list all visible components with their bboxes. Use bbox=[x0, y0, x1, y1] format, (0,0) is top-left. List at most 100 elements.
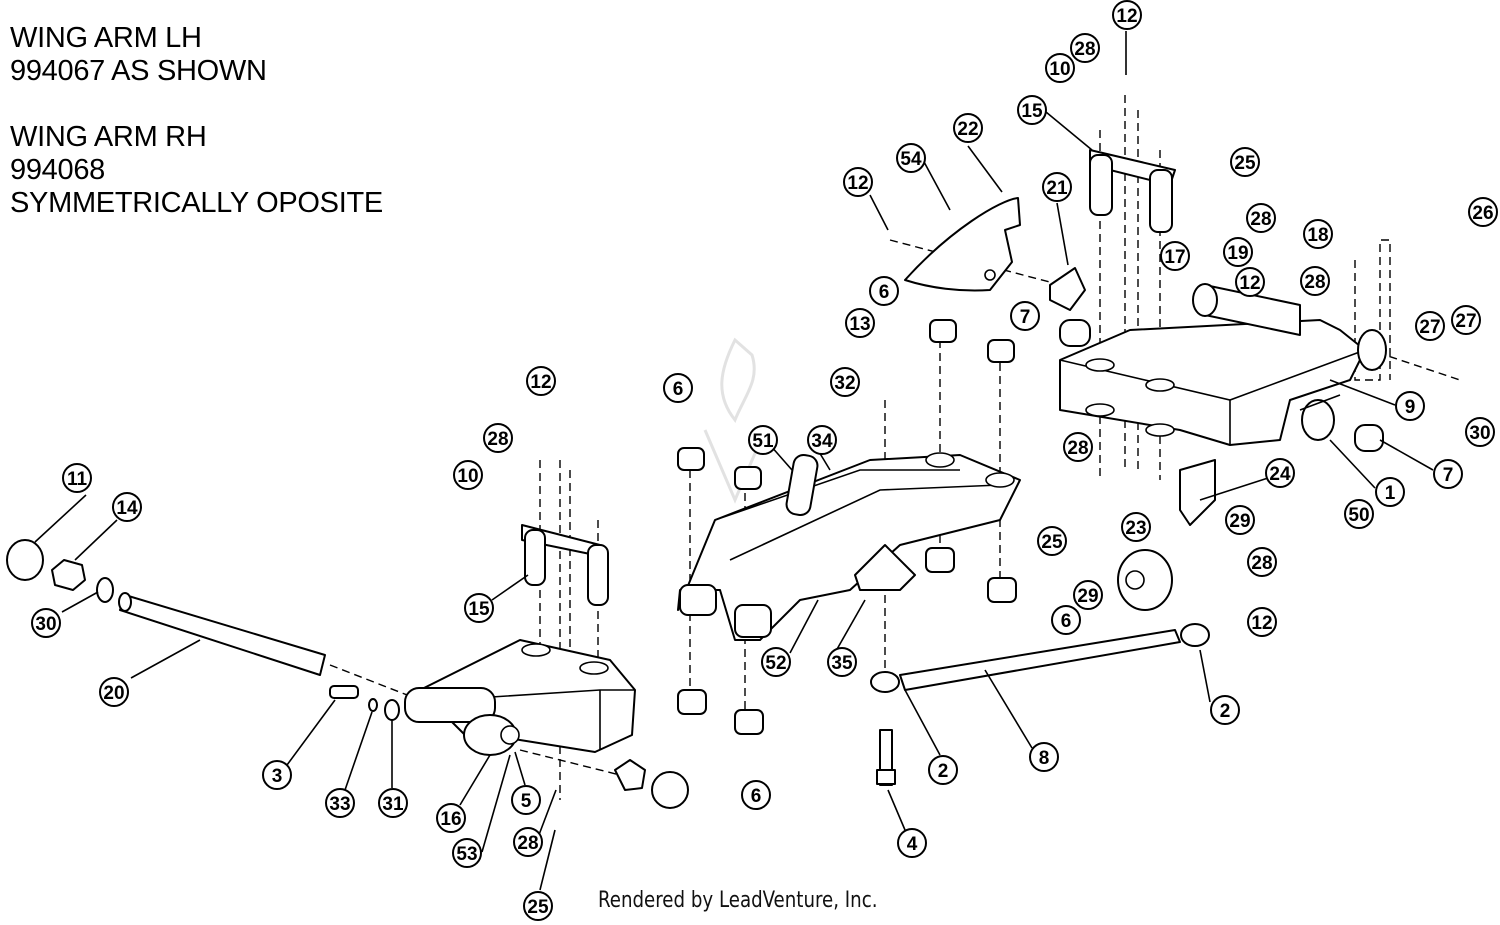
bracket-24 bbox=[1179, 459, 1216, 526]
end-cap-11 bbox=[6, 539, 44, 581]
callout-number: 26 bbox=[1472, 203, 1493, 224]
callout: 18 bbox=[1303, 219, 1333, 249]
callout-number: 28 bbox=[1304, 272, 1325, 293]
callout-number: 12 bbox=[1116, 6, 1137, 27]
callout: 1 bbox=[1375, 477, 1405, 507]
callout-number: 30 bbox=[35, 614, 56, 635]
callout-number: 30 bbox=[1469, 423, 1490, 444]
callout: 28 bbox=[1246, 203, 1276, 233]
callout-number: 54 bbox=[900, 149, 922, 170]
callout: 3 bbox=[262, 760, 292, 790]
callout: 7 bbox=[1433, 459, 1463, 489]
callout-number: 6 bbox=[673, 379, 684, 400]
bushings-6-right bbox=[925, 319, 1017, 603]
callout: 29 bbox=[1073, 580, 1103, 610]
callout-number: 3 bbox=[272, 766, 283, 787]
callout-number: 15 bbox=[1021, 101, 1043, 122]
callout-number: 15 bbox=[468, 599, 490, 620]
callout-number: 28 bbox=[1250, 209, 1271, 230]
callout: 6 bbox=[663, 373, 693, 403]
callout: 28 bbox=[1063, 432, 1093, 462]
stub-shaft-51 bbox=[785, 453, 819, 517]
washer-33 bbox=[368, 698, 378, 712]
callout-number: 23 bbox=[1125, 518, 1146, 539]
callout-number: 29 bbox=[1229, 511, 1250, 532]
callout: 30 bbox=[31, 608, 61, 638]
callout-number: 32 bbox=[834, 373, 855, 394]
callout: 9 bbox=[1395, 391, 1425, 421]
callout-number: 21 bbox=[1046, 178, 1068, 199]
callout: 11 bbox=[62, 463, 92, 493]
callout: 10 bbox=[1045, 53, 1075, 83]
callout: 20 bbox=[99, 677, 129, 707]
callout: 16 bbox=[436, 803, 466, 833]
callout-number: 10 bbox=[457, 466, 478, 487]
callout-number: 6 bbox=[751, 786, 762, 807]
wing-arm-frame-left bbox=[404, 639, 636, 756]
callout-number: 5 bbox=[521, 791, 532, 812]
callout: 7 bbox=[1010, 301, 1040, 331]
shaft-19 bbox=[1192, 283, 1301, 336]
spacer-7-b bbox=[1354, 424, 1384, 452]
tie-rod-8 bbox=[870, 623, 1210, 693]
callout-number: 35 bbox=[831, 653, 853, 674]
callout: 54 bbox=[896, 143, 926, 173]
washer-31 bbox=[384, 699, 400, 721]
callout: 5 bbox=[511, 785, 541, 815]
callout-number: 53 bbox=[456, 844, 477, 865]
callout-number: 14 bbox=[116, 498, 138, 519]
callout-number: 25 bbox=[527, 897, 549, 918]
callout: 23 bbox=[1121, 512, 1151, 542]
callout: 14 bbox=[112, 492, 142, 522]
callout-number: 31 bbox=[382, 794, 404, 815]
bolt-4 bbox=[876, 729, 896, 786]
callout: 29 bbox=[1225, 505, 1255, 535]
callout: 6 bbox=[869, 276, 899, 306]
callout-number: 13 bbox=[849, 314, 870, 335]
callout-number: 1 bbox=[1385, 483, 1396, 504]
spacer-7-a bbox=[1059, 319, 1091, 347]
callout: 2 bbox=[928, 755, 958, 785]
mount-bracket-21 bbox=[1049, 267, 1086, 311]
callout-number: 8 bbox=[1039, 748, 1050, 769]
callout: 12 bbox=[526, 366, 556, 396]
title-gap bbox=[10, 88, 383, 121]
callout-number: 28 bbox=[1067, 438, 1088, 459]
callout-number: 17 bbox=[1164, 247, 1185, 268]
callout-number: 7 bbox=[1020, 307, 1031, 328]
callout-number: 22 bbox=[957, 119, 978, 140]
callout-number: 33 bbox=[329, 794, 350, 815]
callout-number: 28 bbox=[487, 429, 508, 450]
footer-credit: Rendered by LeadVenture, Inc. bbox=[598, 888, 878, 913]
pivot-bracket-15-lower bbox=[521, 524, 609, 606]
callout: 17 bbox=[1160, 241, 1190, 271]
callout-number: 12 bbox=[530, 372, 551, 393]
callout-number: 25 bbox=[1041, 532, 1063, 553]
callout: 12 bbox=[1112, 0, 1142, 30]
callout: 31 bbox=[378, 788, 408, 818]
callout-number: 51 bbox=[752, 431, 774, 452]
callout: 25 bbox=[1230, 147, 1260, 177]
callout: 27 bbox=[1451, 305, 1481, 335]
callout: 28 bbox=[513, 827, 543, 857]
callout: 8 bbox=[1029, 742, 1059, 772]
title-line: WING ARM LH bbox=[10, 22, 202, 54]
callout-number: 28 bbox=[1251, 553, 1272, 574]
callout: 28 bbox=[483, 423, 513, 453]
callout-number: 16 bbox=[440, 809, 461, 830]
callout-number: 28 bbox=[517, 833, 538, 854]
callout-number: 28 bbox=[1074, 39, 1095, 60]
callout: 12 bbox=[1235, 267, 1265, 297]
callout: 10 bbox=[453, 460, 483, 490]
callout: 25 bbox=[1037, 526, 1067, 556]
center-frame-34 bbox=[677, 452, 1021, 641]
bushing-50 bbox=[1299, 394, 1341, 441]
title-line: 994068 bbox=[10, 154, 105, 186]
title-block: WING ARM LH 994067 AS SHOWN WING ARM RH … bbox=[10, 22, 383, 220]
callout-number: 6 bbox=[879, 282, 890, 303]
callout: 35 bbox=[827, 647, 857, 677]
callout: 6 bbox=[741, 780, 771, 810]
callout-number: 2 bbox=[938, 761, 949, 782]
callout: 6 bbox=[1051, 605, 1081, 635]
